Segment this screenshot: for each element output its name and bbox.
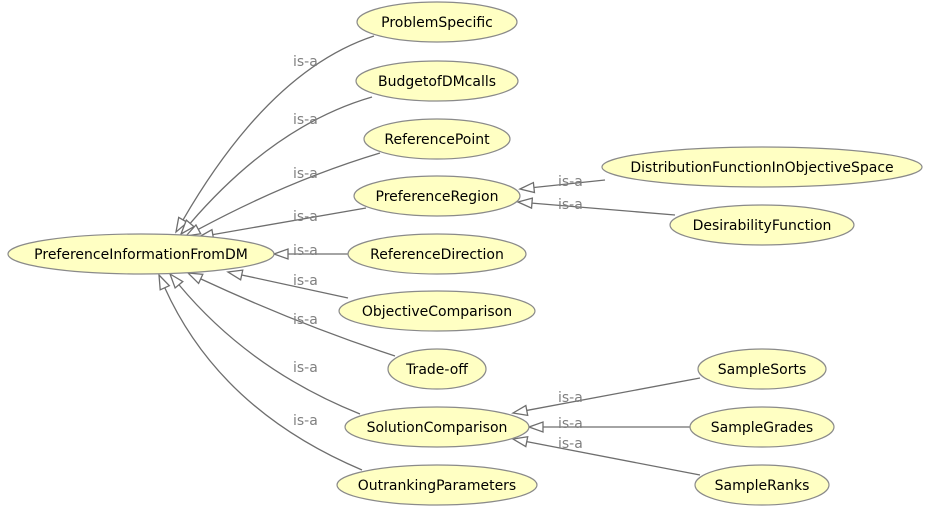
edge-label-reference_point: is-a — [293, 166, 318, 182]
edge-label-reference_direction: is-a — [293, 243, 318, 259]
node-ellipse — [355, 60, 519, 102]
is-a-edge-problem_specific — [182, 35, 375, 221]
arrowhead-icon — [158, 273, 171, 291]
is-a-edge-outranking — [164, 287, 363, 471]
node-label: PreferenceRegion — [376, 189, 499, 205]
node-ellipse — [387, 348, 487, 390]
edge-label-objective_comparison: is-a — [293, 273, 318, 289]
node-ellipse — [7, 233, 275, 275]
is-a-edge-objective_comparison — [241, 274, 349, 299]
is-a-edge-budget — [189, 96, 373, 224]
node-label: SampleGrades — [711, 420, 813, 436]
is-a-edge-preference_region — [212, 207, 367, 236]
is-a-edge-trade_off — [200, 278, 396, 357]
node-ellipse — [669, 204, 855, 246]
node-label: BudgetofDMcalls — [378, 74, 496, 90]
node-pref-info[interactable]: PreferenceInformationFromDM — [7, 233, 275, 275]
arrowhead-icon — [226, 269, 244, 281]
arrowhead-icon — [527, 421, 544, 433]
arrowhead-icon — [179, 219, 196, 236]
node-sample-ranks[interactable]: SampleRanks — [694, 464, 830, 506]
node-label: ProblemSpecific — [381, 15, 493, 31]
node-preference-region[interactable]: PreferenceRegion — [353, 175, 521, 217]
node-ellipse — [697, 348, 827, 390]
node-problem-specific[interactable]: ProblemSpecific — [356, 1, 518, 43]
node-label: ReferencePoint — [384, 132, 490, 148]
node-ellipse — [336, 464, 538, 506]
arrowhead-icon — [511, 404, 529, 417]
node-label: PreferenceInformationFromDM — [34, 247, 248, 263]
node-label: DistributionFunctionInObjectiveSpace — [630, 160, 893, 176]
arrowhead-icon — [168, 272, 184, 290]
is-a-edge-sample_ranks — [526, 441, 701, 476]
arrowhead-icon — [272, 248, 289, 260]
node-label: SolutionComparison — [367, 420, 508, 436]
node-objective-comparison[interactable]: ObjectiveComparison — [338, 290, 536, 332]
edge-label-distribution_function: is-a — [558, 174, 583, 190]
node-desirability[interactable]: DesirabilityFunction — [669, 204, 855, 246]
arrowhead-icon — [516, 197, 534, 210]
node-ellipse — [689, 406, 835, 448]
arrowhead-icon — [511, 435, 529, 448]
edge-label-sample_grades: is-a — [558, 416, 583, 432]
node-ellipse — [353, 175, 521, 217]
node-label: SampleRanks — [715, 478, 810, 494]
node-label: ObjectiveComparison — [362, 304, 512, 320]
node-label: Trade-off — [405, 362, 468, 378]
node-label: ReferenceDirection — [370, 247, 504, 263]
nodes-layer: PreferenceInformationFromDM ProblemSpecif… — [7, 1, 923, 506]
node-ellipse — [344, 406, 530, 448]
node-reference-direction[interactable]: ReferenceDirection — [347, 233, 527, 275]
node-label: SampleSorts — [718, 362, 806, 378]
node-ellipse — [694, 464, 830, 506]
arrowhead-icon — [518, 181, 536, 194]
is-a-edge-solution_comparison — [178, 284, 361, 415]
edge-label-solution_comparison: is-a — [293, 360, 318, 376]
arrowhead-icon — [186, 272, 204, 285]
node-label: DesirabilityFunction — [693, 218, 832, 234]
is-a-edge-distribution_function — [533, 179, 606, 189]
edge-label-budget: is-a — [293, 112, 318, 128]
node-distribution-function[interactable]: DistributionFunctionInObjectiveSpace — [601, 146, 923, 188]
is-a-edge-sample_sorts — [526, 377, 701, 412]
edge-label-sample_ranks: is-a — [558, 436, 583, 452]
node-ellipse — [601, 146, 923, 188]
node-sample-grades[interactable]: SampleGrades — [689, 406, 835, 448]
node-ellipse — [356, 1, 518, 43]
edge-label-sample_sorts: is-a — [558, 390, 583, 406]
node-sample-sorts[interactable]: SampleSorts — [697, 348, 827, 390]
node-outranking[interactable]: OutrankingParameters — [336, 464, 538, 506]
edge-label-problem_specific: is-a — [293, 54, 318, 70]
is-a-edge-reference_point — [198, 152, 381, 230]
node-ellipse — [338, 290, 536, 332]
edge-label-preference_region: is-a — [293, 209, 318, 225]
edge-label-desirability: is-a — [558, 197, 583, 213]
edge-label-outranking: is-a — [293, 413, 318, 429]
node-trade-off[interactable]: Trade-off — [387, 348, 487, 390]
node-reference-point[interactable]: ReferencePoint — [363, 118, 511, 160]
node-budget[interactable]: BudgetofDMcalls — [355, 60, 519, 102]
node-label: OutrankingParameters — [358, 478, 516, 494]
is-a-edge-desirability — [531, 202, 676, 216]
edge-label-trade_off: is-a — [293, 312, 318, 328]
edge-labels-layer: is-a is-a is-a is-a is-a is-a is-a is-a is-a is-a… — [293, 54, 583, 452]
node-ellipse — [363, 118, 511, 160]
arrowhead-icon — [175, 216, 189, 234]
node-solution-comparison[interactable]: SolutionComparison — [344, 406, 530, 448]
arrowhead-icon — [184, 223, 202, 237]
node-ellipse — [347, 233, 527, 275]
